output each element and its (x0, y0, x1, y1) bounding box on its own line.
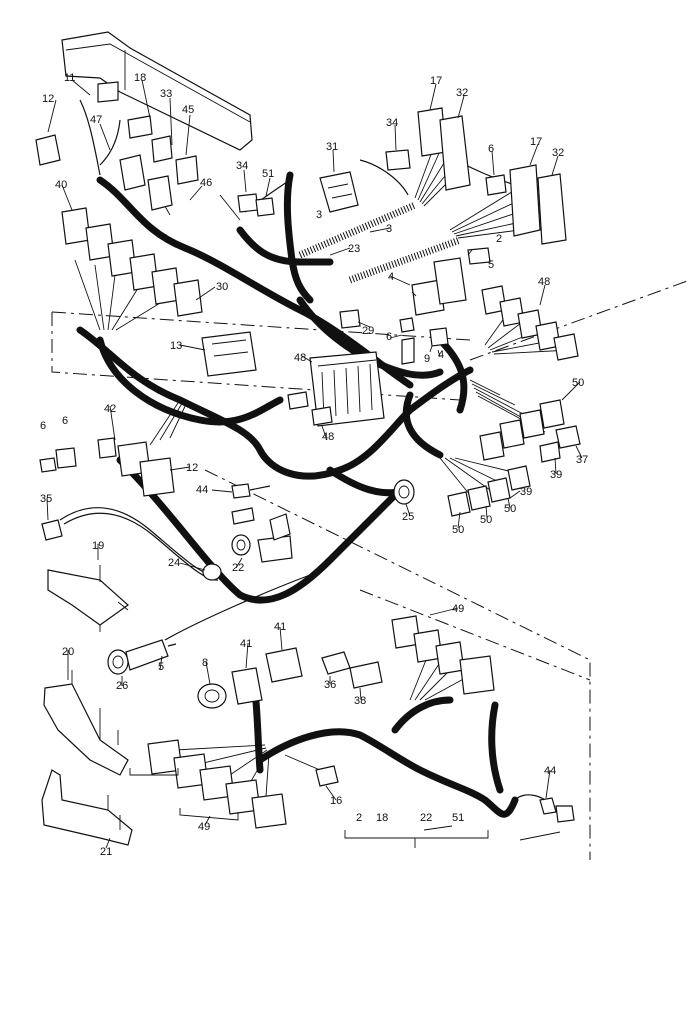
callout-29: 29 (362, 325, 374, 337)
callout-12-b: 12 (186, 462, 198, 474)
callout-6-a: 6 (488, 143, 494, 155)
callout-34-b: 34 (386, 117, 398, 129)
callout-32-b: 32 (552, 147, 564, 159)
callout-39-a: 39 (520, 486, 532, 498)
callout-50-d: 50 (504, 503, 516, 515)
callout-49-a: 49 (452, 603, 464, 615)
callout-16: 16 (330, 795, 342, 807)
callout-32-a: 32 (456, 87, 468, 99)
callout-3-b: 3 (386, 223, 392, 235)
callout-5-b: 5 (158, 661, 164, 673)
callout-47: 47 (90, 114, 102, 126)
callout-4-b: 4 (438, 349, 444, 361)
connectors (35, 107, 581, 846)
callout-22: 22 (232, 562, 244, 574)
callout-6-d: 6 (62, 415, 68, 427)
callout-2-b: 2 (356, 812, 362, 824)
callout-35: 35 (40, 493, 52, 505)
callout-19: 19 (92, 540, 104, 552)
callout-50-c: 50 (480, 514, 492, 526)
callout-51-b: 51 (452, 812, 464, 824)
callout-49-b: 49 (198, 821, 210, 833)
main-harness (76, 171, 474, 604)
callout-17-a: 17 (430, 75, 442, 87)
callout-46: 46 (200, 177, 212, 189)
callout-6-b: 6 (386, 331, 392, 343)
callout-5: 5 (488, 259, 494, 271)
callout-33: 33 (160, 88, 172, 100)
callout-48-a: 48 (538, 276, 550, 288)
callout-24: 24 (168, 557, 180, 569)
callout-51: 51 (262, 168, 274, 180)
callout-40: 40 (55, 179, 67, 191)
callout-2: 2 (496, 233, 502, 245)
callout-17-b: 17 (530, 136, 542, 148)
callout-48-c: 48 (322, 431, 334, 443)
callout-18-b: 18 (376, 812, 388, 824)
callout-25: 25 (402, 511, 414, 523)
callout-8: 8 (202, 657, 208, 669)
callout-23: 23 (348, 243, 360, 255)
callout-3: 3 (316, 209, 322, 221)
dashboard-panel (61, 31, 253, 151)
leader-lines (46, 79, 583, 849)
callout-50-b: 50 (452, 524, 464, 536)
callout-36: 36 (324, 679, 336, 691)
callout-6-c: 6 (40, 420, 46, 432)
callout-44-a: 44 (196, 484, 208, 496)
callout-11: 11 (64, 72, 75, 84)
callout-9: 9 (424, 353, 430, 365)
callout-31: 31 (326, 141, 338, 153)
callout-30: 30 (216, 281, 228, 293)
callout-41-b: 41 (274, 621, 286, 633)
callout-26: 26 (116, 680, 128, 692)
rear-harness (251, 686, 556, 818)
callout-45: 45 (182, 104, 194, 116)
callout-21: 21 (100, 846, 112, 858)
callout-50-a: 50 (572, 377, 584, 389)
callout-22-b: 22 (420, 812, 432, 824)
callout-38: 38 (354, 695, 366, 707)
callout-44-b: 44 (544, 765, 556, 777)
callout-37: 37 (576, 454, 588, 466)
callout-42: 42 (104, 403, 116, 415)
callout-12: 12 (42, 93, 54, 105)
callout-labels: 11 18 33 45 12 47 46 40 34 51 31 3 17 32… (40, 72, 588, 858)
callout-20: 20 (62, 646, 74, 658)
wire-fanouts (74, 129, 571, 811)
callout-48-b: 48 (294, 352, 306, 364)
callout-34: 34 (236, 160, 248, 172)
callout-18: 18 (134, 72, 146, 84)
callout-39-b: 39 (550, 469, 562, 481)
callout-41-a: 41 (240, 638, 252, 650)
callout-4: 4 (388, 271, 394, 283)
callout-13: 13 (170, 340, 182, 352)
